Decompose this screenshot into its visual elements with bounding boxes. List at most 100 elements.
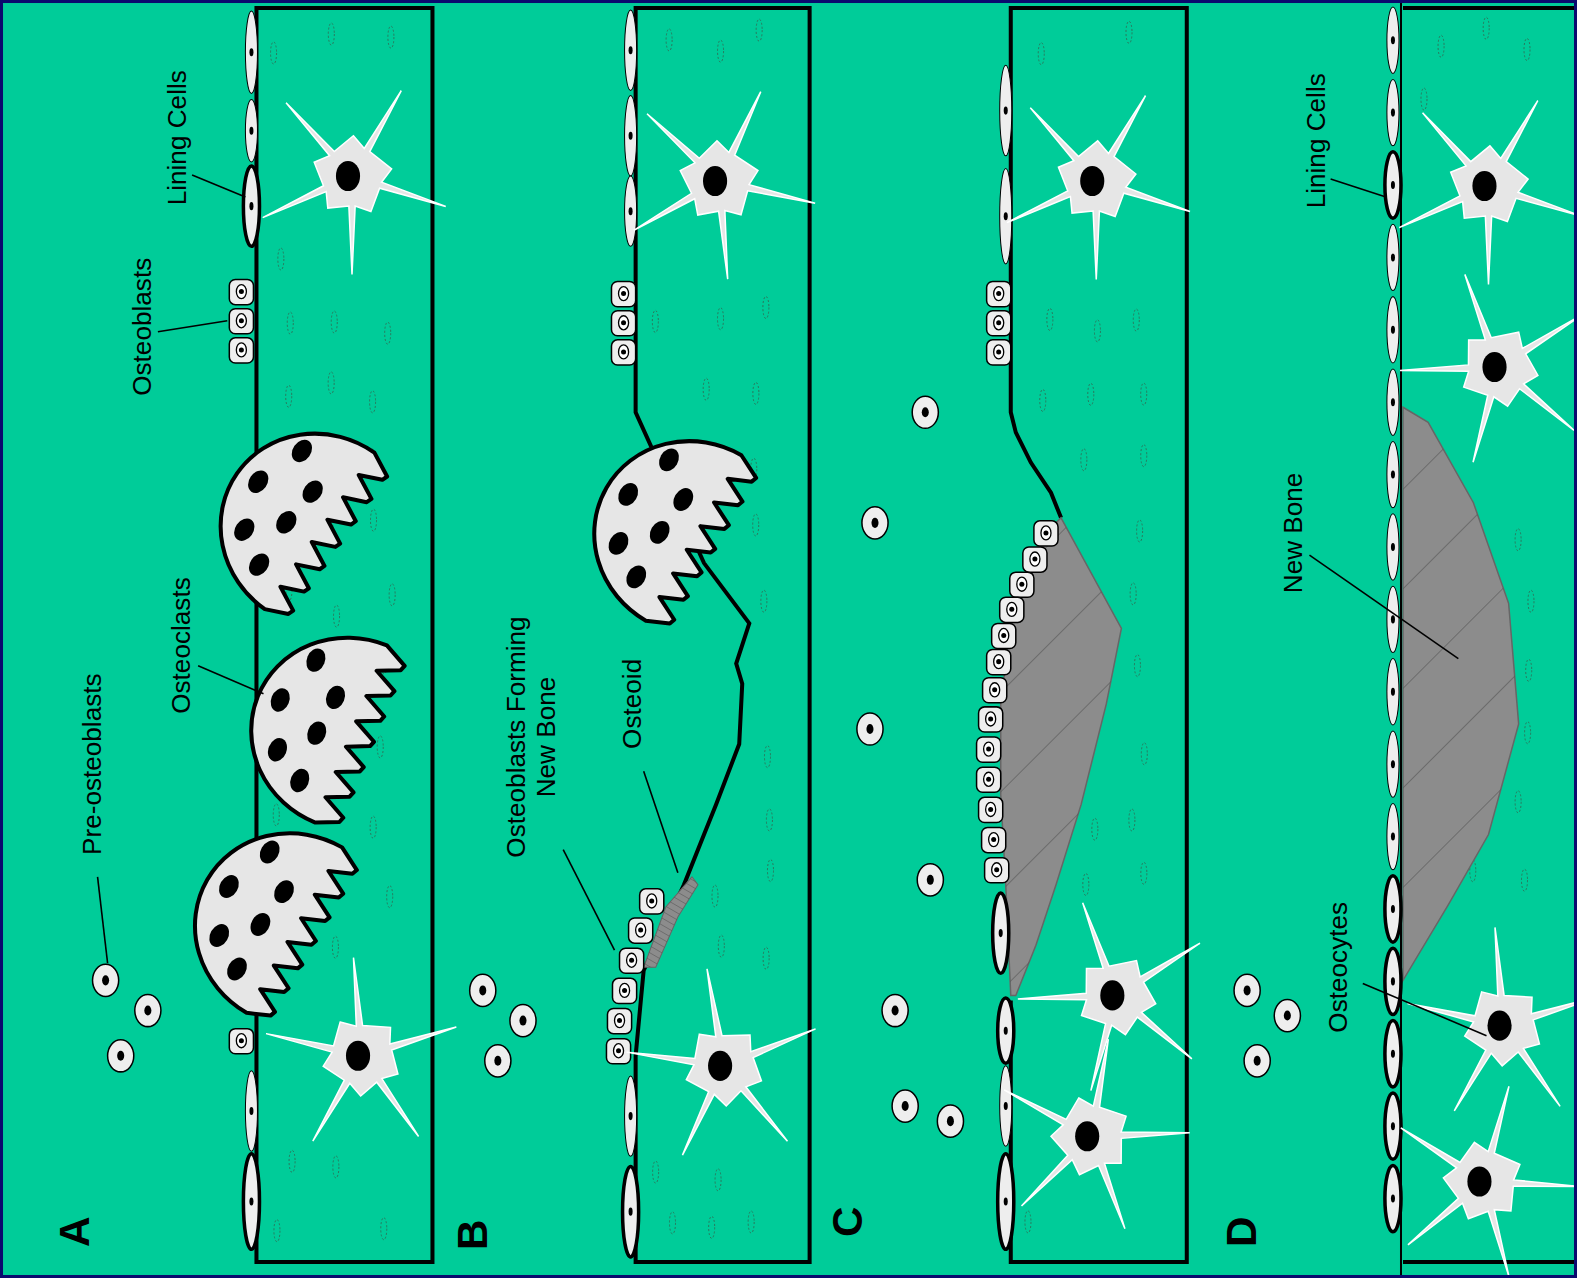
osteoblast-body	[1010, 572, 1034, 597]
lacuna	[370, 509, 376, 531]
lacuna	[287, 312, 293, 334]
osteocyte	[1007, 96, 1190, 280]
lacuna	[766, 809, 772, 831]
lining-cell-body	[1387, 659, 1399, 725]
nucleus	[1391, 760, 1395, 768]
nucleolus	[991, 837, 996, 842]
cell-label: Osteoclasts	[167, 577, 196, 714]
osteoblast	[982, 828, 1006, 853]
osteoblast-body	[1034, 521, 1058, 546]
osteocyte-body	[1400, 274, 1577, 462]
leader-line	[1363, 983, 1487, 1035]
lining-cell-body	[1385, 1165, 1401, 1231]
nucleus	[1391, 109, 1395, 117]
leader-lines	[98, 175, 1487, 1036]
nucleus	[1391, 1122, 1395, 1130]
lacuna	[1521, 869, 1527, 891]
cell-label: Osteoblasts Forming New Bone	[502, 601, 560, 872]
nucleus	[922, 407, 929, 417]
pre-osteoblast-body	[108, 1040, 134, 1072]
nucleus	[892, 1006, 899, 1016]
nucleus	[984, 772, 994, 786]
leader-line	[98, 877, 108, 963]
nucleus	[619, 316, 629, 330]
nucleus	[1391, 977, 1395, 985]
osteoblast-body	[229, 309, 253, 334]
lacuna	[1092, 818, 1098, 840]
osteoclast	[222, 608, 409, 832]
nucleus	[267, 685, 293, 714]
osteoblast-body	[979, 797, 1003, 822]
lining-cell	[625, 1076, 637, 1156]
leader-line	[644, 771, 678, 873]
pre-osteoblast	[892, 1090, 918, 1122]
lining-cell	[1385, 1165, 1401, 1231]
pre-osteoblast-body	[912, 396, 938, 428]
osteoblast	[987, 311, 1011, 336]
osteoblast-body	[982, 828, 1006, 853]
osteoblast	[1023, 547, 1047, 572]
lacuna	[1129, 809, 1135, 831]
osteoblast	[612, 978, 636, 1003]
nucleus	[1030, 552, 1040, 566]
nucleus	[298, 477, 327, 507]
nucleus	[1041, 526, 1051, 540]
lacuna	[1525, 722, 1531, 744]
nucleolus	[239, 318, 244, 323]
osteoblast-body	[987, 311, 1011, 336]
lacuna	[1515, 791, 1521, 813]
nucleus	[1391, 543, 1395, 551]
nucleus	[1004, 107, 1008, 115]
lacuna	[709, 1216, 715, 1238]
lacuna	[652, 310, 658, 332]
osteoblast	[1034, 521, 1058, 546]
nucleus	[1284, 1011, 1291, 1021]
nucleus	[620, 983, 630, 997]
lining-cell-body	[1385, 948, 1401, 1014]
pre-osteoblast	[485, 1045, 511, 1077]
osteoblast	[979, 797, 1003, 822]
nucleus	[265, 735, 291, 764]
nucleus	[270, 877, 298, 907]
lacuna	[1515, 529, 1521, 551]
lacuna	[286, 385, 292, 407]
nucleus	[236, 314, 246, 328]
lining-cell	[1387, 731, 1399, 797]
nucleus	[615, 1014, 625, 1028]
osteoblast-body	[977, 767, 1001, 792]
leader-line	[1309, 555, 1458, 659]
nucleolus	[239, 347, 244, 352]
nucleus	[655, 445, 683, 475]
lacuna	[1126, 21, 1132, 43]
lining-cell	[243, 1154, 259, 1250]
lacuna	[753, 382, 759, 404]
lining-cell-body	[1387, 369, 1399, 435]
panel-letter: D	[1219, 1216, 1265, 1247]
lacuna	[1047, 308, 1053, 330]
leader-line	[158, 321, 227, 332]
pre-osteoblast	[1244, 1045, 1270, 1077]
lining-cell	[1387, 514, 1399, 580]
lining-cell	[1387, 586, 1399, 652]
osteoblast	[1010, 572, 1034, 597]
osteocyte-body	[1401, 1086, 1577, 1276]
lining-cell	[1000, 1066, 1012, 1146]
nucleus	[1391, 615, 1395, 623]
nucleus	[272, 507, 301, 537]
osteoblast	[229, 1029, 253, 1054]
osteoclast-body	[559, 405, 763, 633]
nucleus	[223, 954, 251, 984]
nucleus	[1004, 1027, 1008, 1035]
nucleus	[346, 1041, 370, 1071]
lacuna	[387, 886, 393, 908]
nucleus	[629, 207, 633, 215]
pre-osteoblast-body	[485, 1045, 511, 1077]
nucleolus	[988, 716, 993, 721]
pre-osteoblast	[135, 994, 161, 1026]
lining-cell	[1385, 1021, 1401, 1087]
lining-cell-body	[1387, 79, 1399, 145]
lining-cell	[245, 1071, 257, 1151]
lining-cell	[243, 166, 259, 246]
